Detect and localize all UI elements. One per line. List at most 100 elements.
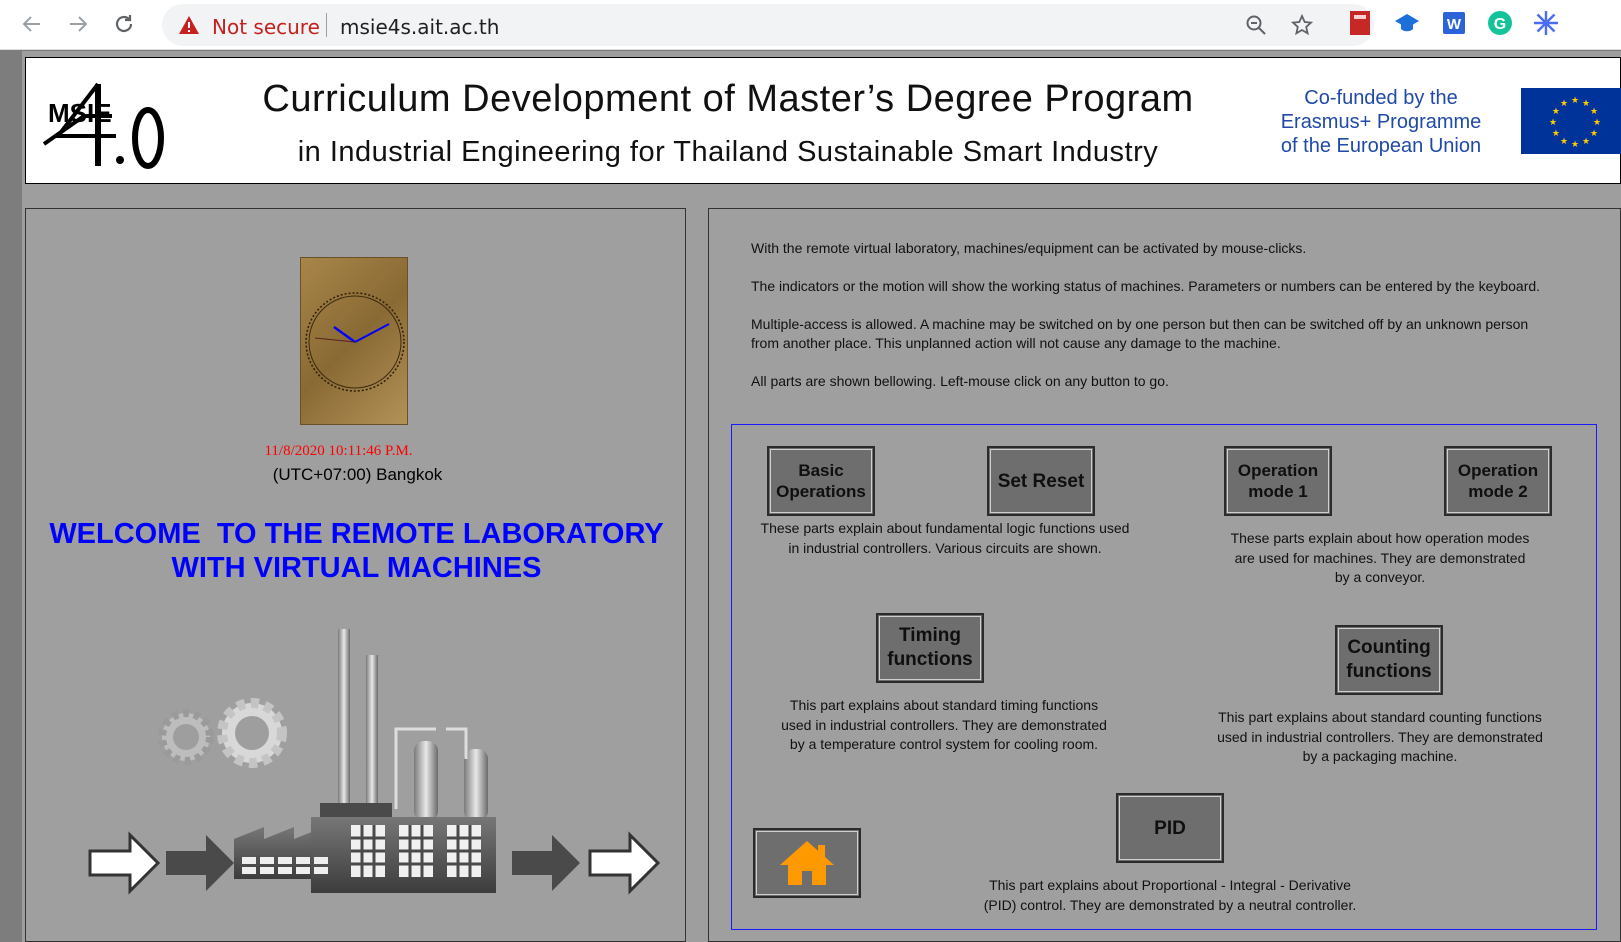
cofund-line-3: of the European Union (1280, 135, 1482, 157)
factory-illustration (88, 629, 661, 895)
button-label: Timing (899, 625, 961, 646)
counting-functions-button[interactable]: Counting functions (1335, 625, 1443, 695)
eu-star-icon: ★ (1552, 128, 1560, 138)
description-line: (PID) control. They are demonstrated by … (983, 896, 1357, 913)
cofund-line-1: Co-funded by the (1304, 87, 1458, 109)
button-label: mode 2 (1468, 482, 1528, 501)
forward-button[interactable] (62, 8, 94, 40)
graduation-cap-extension-icon[interactable] (1393, 9, 1421, 37)
lab-modules-panel (731, 424, 1597, 930)
eu-star-icon: ★ (1549, 117, 1557, 127)
eu-flag-icon: ★★★★★★★★★★★★ (1521, 88, 1621, 154)
timing-functions-button[interactable]: Timing functions (876, 613, 984, 683)
eu-star-icon: ★ (1582, 98, 1590, 108)
warning-icon (179, 16, 199, 34)
intro-paragraph-4: All parts are shown bellowing. Left-mous… (751, 373, 1169, 389)
pid-button[interactable]: PID (1116, 793, 1224, 863)
left-panel: 11/8/2020 10:11:46 P.M. (UTC+07:00) Bang… (25, 208, 686, 942)
grammarly-extension-icon[interactable]: G (1486, 9, 1514, 37)
welcome-heading: WELCOME TO THE REMOTE LABORATORY WITH VI… (26, 517, 687, 585)
description-line: in industrial controllers. Various circu… (788, 539, 1102, 556)
description-line: are used for machines. They are demonstr… (1234, 549, 1526, 566)
description-line: by a conveyor. (1334, 569, 1426, 585)
operation-mode-description: These parts explain about how operation … (1180, 529, 1580, 588)
button-label: Operation (1457, 461, 1539, 480)
banner-subtitle: in Industrial Engineering for Thailand S… (297, 136, 1159, 168)
button-label: functions (887, 649, 973, 670)
basic-operations-description: These parts explain about fundamental lo… (745, 519, 1145, 558)
address-bar[interactable]: Not secure msie4s.ait.ac.th (162, 4, 1374, 46)
header-banner: MSIE Curriculum Development of Master’s … (25, 57, 1621, 184)
reload-button[interactable] (108, 8, 140, 40)
intro-paragraph-2: The indicators or the motion will show t… (751, 278, 1541, 294)
operation-mode-2-button[interactable]: Operation mode 2 (1444, 446, 1552, 516)
button-label: Counting (1347, 637, 1431, 658)
banner-title: Curriculum Development of Master’s Degre… (262, 78, 1194, 120)
set-reset-button[interactable]: Set Reset (987, 446, 1095, 516)
description-line: used in industrial controllers. They are… (781, 716, 1107, 733)
pdf-extension-icon[interactable] (1346, 9, 1374, 37)
eu-star-icon: ★ (1571, 95, 1579, 105)
gear-icon (158, 698, 287, 768)
button-label: Operation (1237, 461, 1319, 480)
welcome-line-2: WITH VIRTUAL MACHINES (171, 552, 542, 584)
description-line: These parts explain about fundamental lo… (760, 520, 1130, 536)
snowflake-extension-icon[interactable] (1532, 9, 1560, 37)
svg-text:W: W (1447, 16, 1462, 33)
current-datetime: 11/8/2020 10:11:46 P.M. (264, 443, 413, 459)
intro-paragraph-3b: from another place. This unplanned actio… (751, 335, 1281, 351)
bookmark-star-icon[interactable] (1291, 14, 1313, 36)
back-button[interactable] (16, 8, 48, 40)
timezone-label: (UTC+07:00) Bangkok (272, 465, 443, 484)
intro-paragraph-3a: Multiple-access is allowed. A machine ma… (751, 316, 1529, 332)
intro-paragraph-1: With the remote virtual laboratory, mach… (751, 240, 1307, 256)
pid-description: This part explains about Proportional - … (920, 876, 1420, 915)
clock-face-icon (305, 292, 405, 392)
description-line: by a packaging machine. (1302, 748, 1458, 764)
counting-functions-description: This part explains about standard counti… (1180, 708, 1580, 767)
description-line: This part explains about Proportional - … (989, 877, 1351, 893)
eu-star-icon: ★ (1571, 139, 1579, 149)
arrow-right-icon (88, 831, 161, 895)
description-line: This part explains about standard counti… (1218, 709, 1542, 725)
operation-mode-1-button[interactable]: Operation mode 1 (1224, 446, 1332, 516)
description-line: This part explains about standard timing… (789, 697, 1099, 713)
button-label: Set Reset (997, 470, 1085, 492)
arrow-right-icon (588, 831, 661, 895)
description-line: These parts explain about how operation … (1230, 530, 1530, 546)
cofund-line-2: Erasmus+ Programme (1280, 111, 1482, 133)
eu-star-icon: ★ (1560, 136, 1568, 146)
svg-text:G: G (1494, 16, 1506, 33)
home-icon (780, 841, 834, 885)
arrow-right-icon (512, 835, 580, 891)
arrow-right-icon (166, 835, 234, 891)
svg-text:MSIE: MSIE (48, 98, 112, 128)
description-line: used in industrial controllers. They are… (1217, 728, 1543, 745)
button-label: Operations (776, 482, 866, 501)
welcome-line-1: WELCOME TO THE REMOTE LABORATORY (49, 518, 664, 550)
zoom-out-icon[interactable] (1245, 14, 1267, 36)
forward-arrow-icon (70, 16, 88, 32)
eu-star-icon: ★ (1590, 106, 1598, 116)
omnibox-divider (326, 13, 327, 37)
eu-star-icon: ★ (1552, 106, 1560, 116)
back-arrow-icon (22, 16, 40, 32)
button-label: PID (1154, 817, 1186, 839)
timing-functions-description: This part explains about standard timing… (744, 696, 1144, 755)
security-status[interactable]: Not secure (212, 15, 320, 39)
eu-star-icon: ★ (1582, 136, 1590, 146)
browser-toolbar: Not secure msie4s.ait.ac.th W G (0, 0, 1621, 50)
url-text[interactable]: msie4s.ait.ac.th (340, 15, 500, 39)
home-button[interactable] (753, 828, 861, 898)
button-label: mode 1 (1248, 482, 1308, 501)
eu-star-icon: ★ (1560, 98, 1568, 108)
analog-clock (300, 257, 408, 425)
button-label: Basic (798, 461, 844, 480)
button-label: functions (1346, 661, 1432, 682)
eu-star-icon: ★ (1593, 117, 1601, 127)
eu-star-icon: ★ (1590, 128, 1598, 138)
word-extension-icon[interactable]: W (1440, 9, 1468, 37)
reload-icon (115, 15, 133, 33)
cofund-text: Co-funded by the Erasmus+ Programme of t… (1266, 86, 1496, 158)
